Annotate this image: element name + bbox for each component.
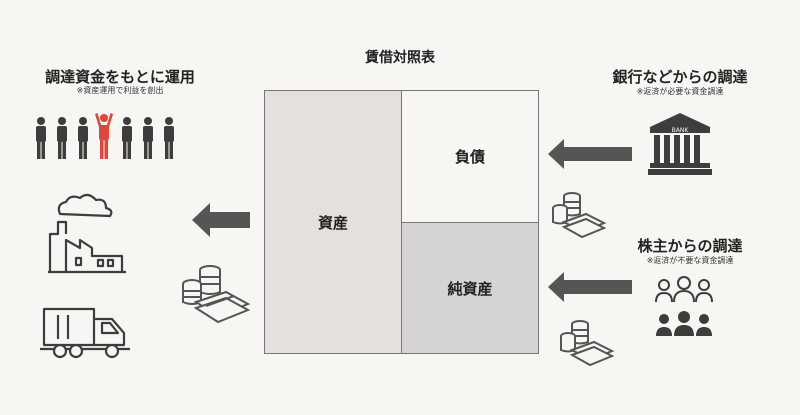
people-row-icon xyxy=(36,113,174,159)
shareholders-group-icon xyxy=(655,276,713,336)
person-icon xyxy=(122,117,132,159)
money-stack-icon xyxy=(560,320,615,367)
bank-icon: BANK xyxy=(648,113,712,175)
truck-icon xyxy=(40,307,130,359)
money-stack-icon xyxy=(182,265,251,324)
arrow-left-icon xyxy=(192,203,250,237)
liabilities-label: 負債 xyxy=(454,148,485,166)
bank-title: 銀行などからの調達 xyxy=(612,68,748,86)
arrow-left-icon xyxy=(548,272,632,302)
assets-box: 資産 xyxy=(264,90,402,354)
bank-icon-label: BANK xyxy=(672,127,690,134)
arrow-left-icon xyxy=(548,139,632,169)
person-icon xyxy=(78,117,88,159)
bank-note: ※返済が必要な資金調達 xyxy=(636,87,724,96)
shareholders-title: 株主からの調達 xyxy=(637,237,743,255)
person-icon xyxy=(164,117,174,159)
person-cheering-icon xyxy=(95,113,113,159)
assets-label: 資産 xyxy=(317,213,348,232)
left-note: ※資産運用で利益を創出 xyxy=(76,86,164,95)
net-assets-label: 純資産 xyxy=(447,279,493,298)
liabilities-box: 負債 xyxy=(401,90,539,223)
person-icon xyxy=(143,117,153,159)
factory-icon xyxy=(48,193,126,274)
money-stack-icon xyxy=(552,192,607,239)
person-icon xyxy=(36,117,46,159)
net-assets-box: 純資産 xyxy=(401,222,539,354)
person-icon xyxy=(57,117,67,159)
shareholders-note: ※返済が不要な資金調達 xyxy=(646,256,734,265)
left-title: 調達資金をもとに運用 xyxy=(45,68,195,86)
balance-sheet-title: 賃借対照表 xyxy=(365,50,435,66)
